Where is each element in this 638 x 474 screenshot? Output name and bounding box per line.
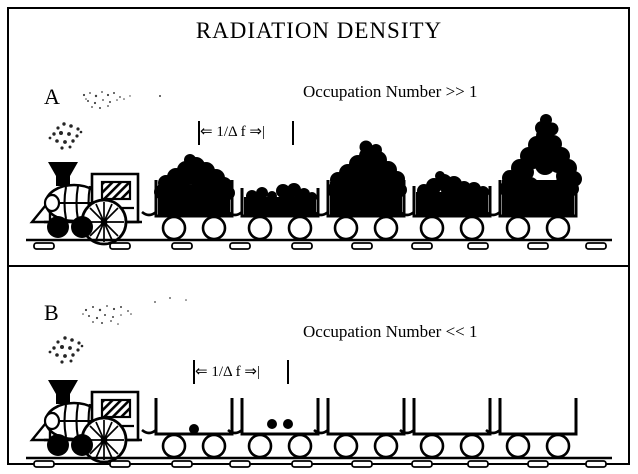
smoke-puffs-b bbox=[48, 297, 187, 364]
quantum-dot bbox=[189, 424, 199, 434]
smoke-puffs-a bbox=[48, 91, 161, 150]
measure-ticks-b bbox=[193, 360, 289, 384]
panel-b-letter: B bbox=[44, 300, 59, 325]
measure-left-arrow: ⇐ bbox=[200, 124, 213, 140]
open-car bbox=[412, 398, 492, 459]
locomotive-a bbox=[30, 160, 144, 246]
measure-label: 1/Δ f bbox=[211, 364, 241, 380]
measure-left-arrow: ⇐ bbox=[195, 364, 208, 380]
quanta-pile bbox=[154, 154, 235, 215]
hopper-car bbox=[154, 154, 235, 241]
quanta-pile bbox=[416, 171, 489, 215]
panel-a-caption: Occupation Number >> 1 bbox=[303, 82, 478, 101]
locomotive-b bbox=[30, 378, 144, 464]
open-car bbox=[498, 398, 578, 459]
quantum-dot bbox=[267, 419, 277, 429]
measure-ticks-a bbox=[198, 121, 294, 145]
panel-b-artwork bbox=[26, 297, 612, 468]
figure-border bbox=[7, 7, 630, 465]
quantum-dot bbox=[283, 419, 293, 429]
hopper-car bbox=[412, 171, 492, 241]
panel-a-artwork bbox=[26, 91, 612, 250]
panel-b-measure: |⇐ 1/Δ f ⇒| bbox=[192, 362, 260, 381]
panel-b-caption: Occupation Number << 1 bbox=[303, 322, 478, 341]
measure-right-arrow: ⇒ bbox=[249, 124, 262, 140]
measure-right-bracket: | bbox=[261, 124, 265, 140]
hopper-car bbox=[240, 183, 320, 241]
track-b bbox=[26, 456, 612, 468]
quanta-pile bbox=[327, 140, 407, 215]
track-a bbox=[26, 238, 612, 250]
measure-label: 1/Δ f bbox=[216, 124, 246, 140]
panel-a-letter: A bbox=[44, 84, 60, 109]
panel-a-measure: |⇐ 1/Δ f ⇒| bbox=[197, 122, 265, 141]
open-car bbox=[326, 398, 406, 459]
open-car bbox=[154, 398, 234, 459]
page-title: RADIATION DENSITY bbox=[195, 18, 443, 43]
quanta-pile bbox=[244, 183, 317, 215]
panel-divider bbox=[9, 265, 629, 267]
hopper-car bbox=[498, 114, 582, 241]
measure-right-bracket: | bbox=[256, 364, 260, 380]
open-car bbox=[240, 398, 320, 459]
hopper-car bbox=[326, 140, 407, 241]
quanta-pile bbox=[499, 114, 582, 215]
measure-right-arrow: ⇒ bbox=[244, 364, 257, 380]
